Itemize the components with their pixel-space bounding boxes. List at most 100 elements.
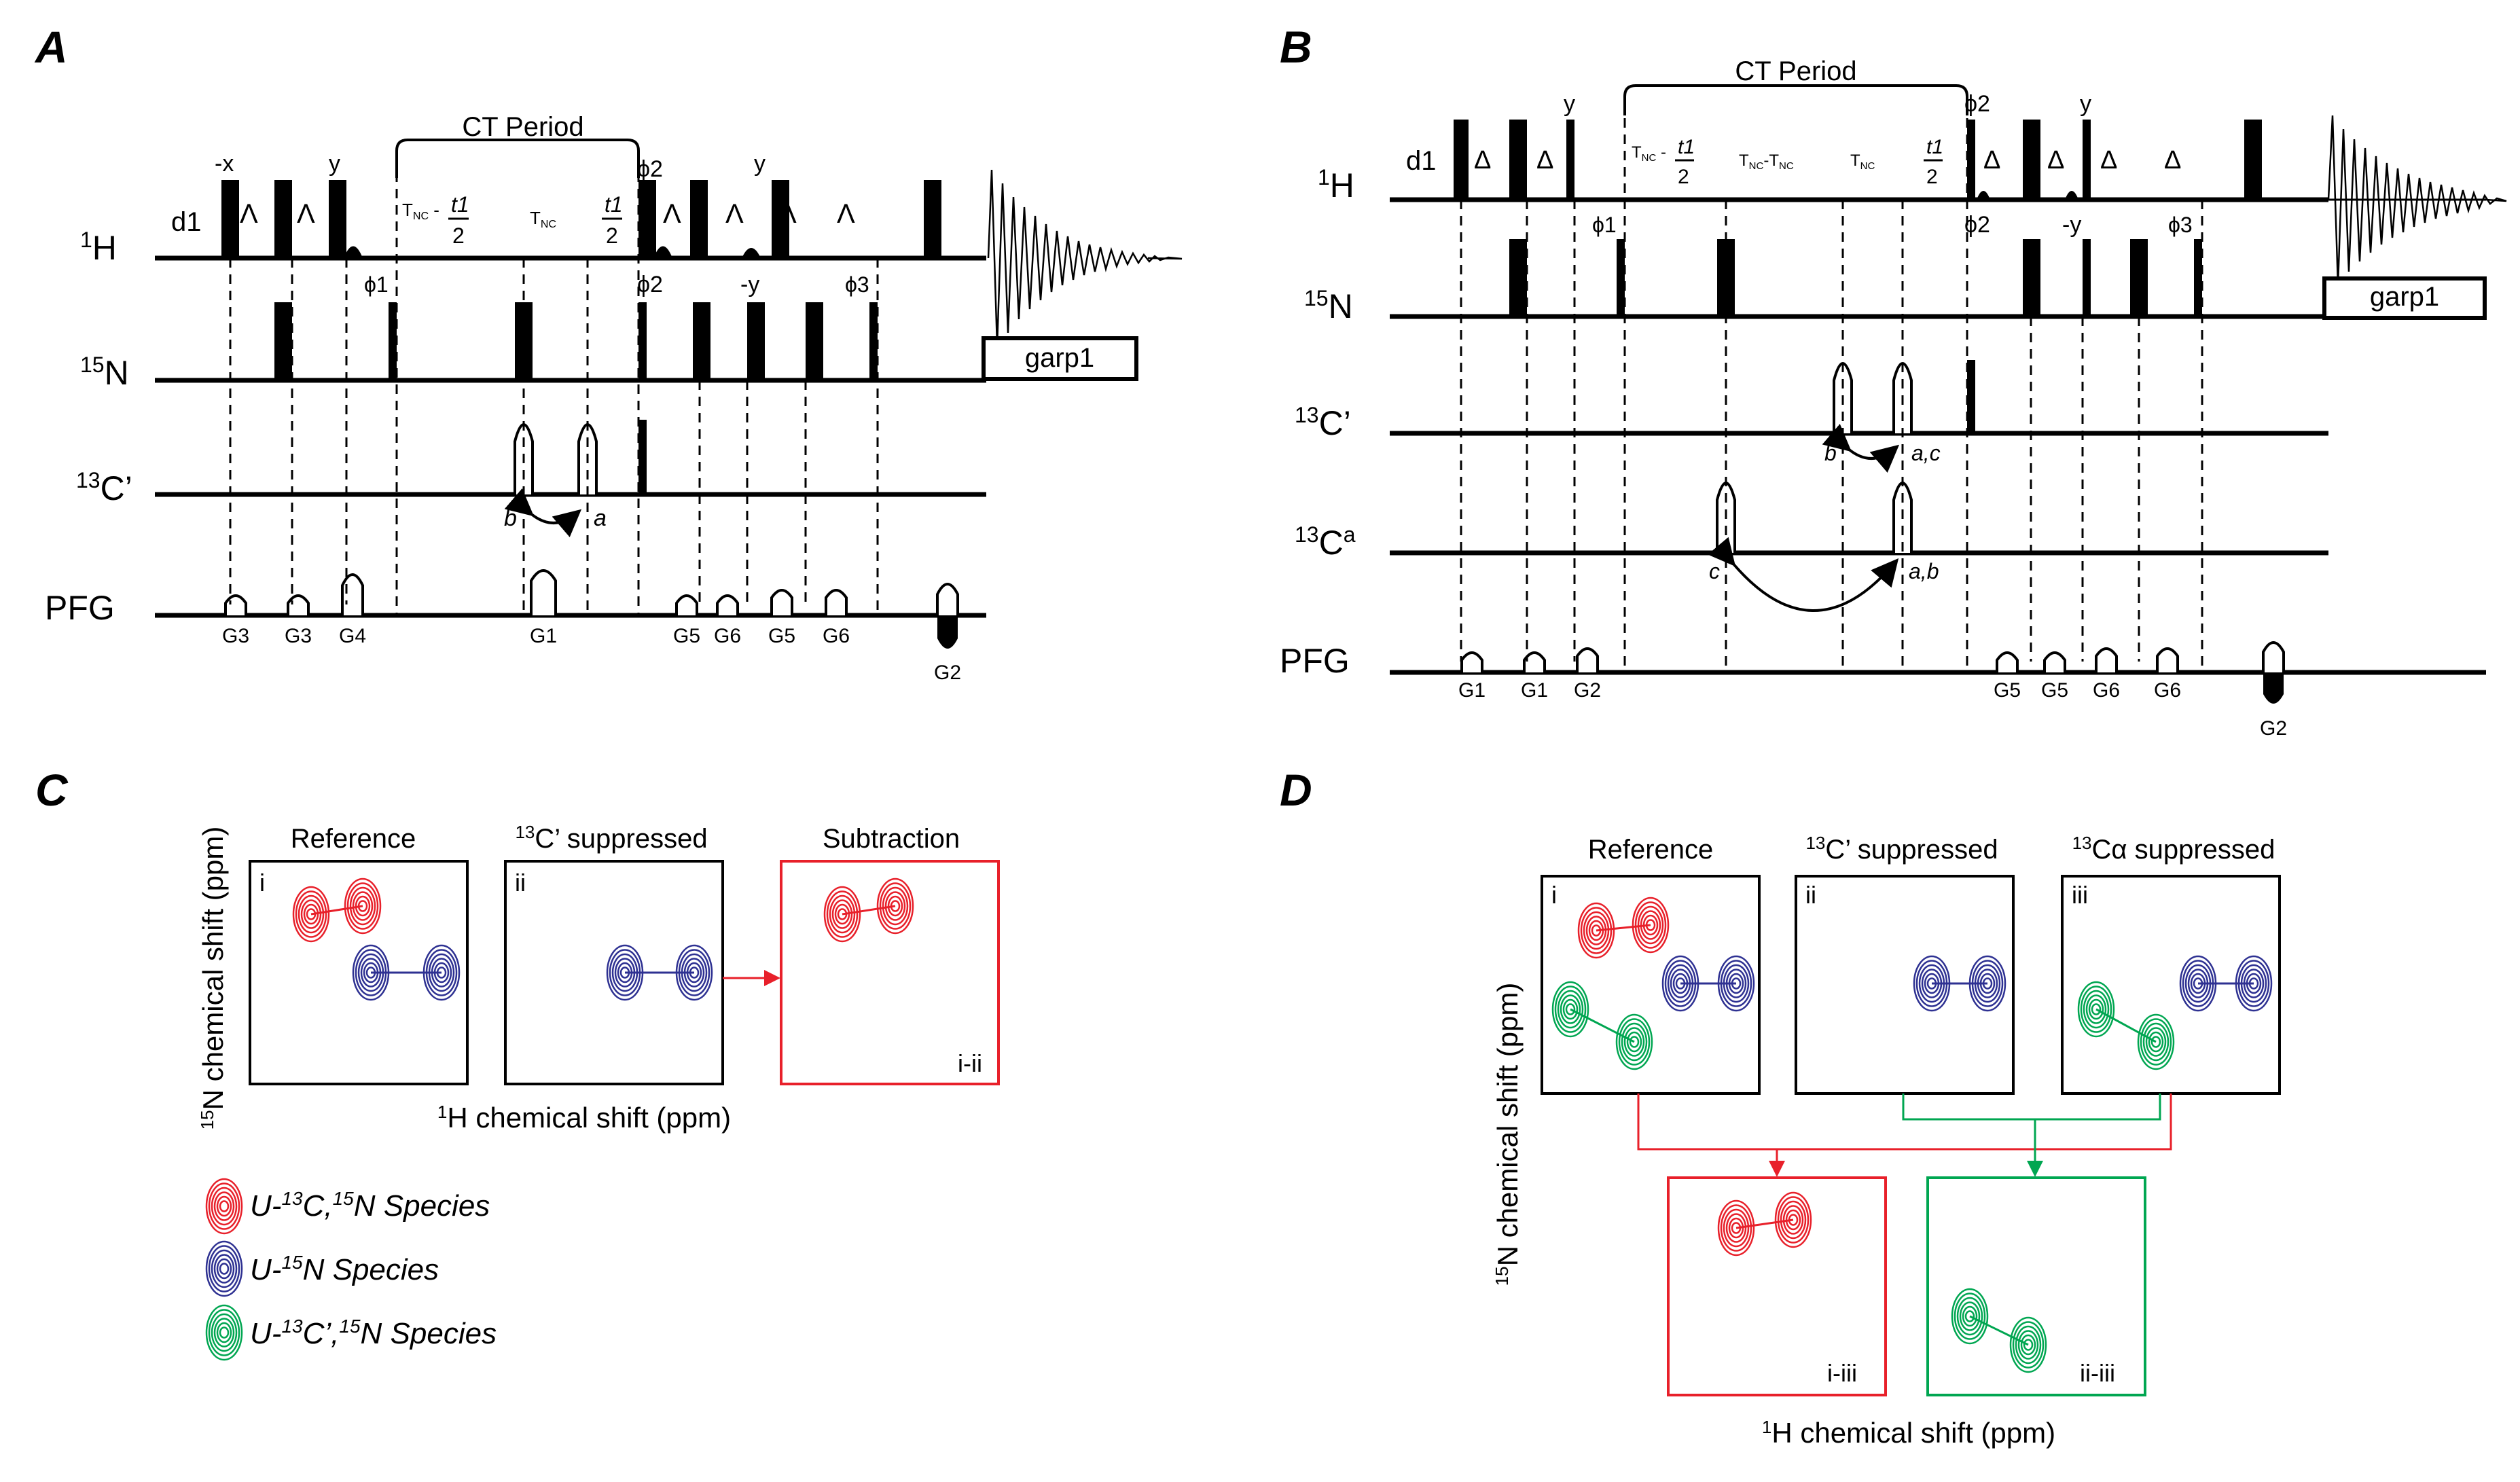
a-1h-pulse <box>924 180 941 258</box>
c-legend-icon-red <box>205 1178 243 1235</box>
c-roman-ii: ii <box>515 869 526 897</box>
a-delay-label: Λ <box>297 199 315 229</box>
a-gradient <box>224 594 247 615</box>
c-legend-icon-green <box>205 1304 243 1361</box>
b-gradient <box>2262 641 2285 672</box>
b-delay-label: Δ <box>1983 146 2000 175</box>
a-shift-label-a: a <box>594 505 607 531</box>
b-delay-label: Δ <box>2100 146 2117 175</box>
b-1h-pulse <box>1967 120 1975 200</box>
c-sub-red-peak <box>876 878 914 935</box>
b-1h-shaped-pulse <box>1977 191 1990 200</box>
a-1h-pulse <box>329 180 346 258</box>
d-ii-iii-green-peak <box>2009 1316 2047 1373</box>
a-shift-label-b: b <box>504 505 517 531</box>
b-1h-pulse <box>1454 120 1469 200</box>
d-roman-i: i <box>1551 881 1557 909</box>
b-t-nc-t-nc: TNC-TNC <box>1739 151 1794 172</box>
b-gradient <box>1996 651 2019 672</box>
c-legend-item-3: U-13C’,15N Species <box>250 1316 497 1350</box>
a-delay-label: Λ <box>837 199 855 229</box>
c-legend-icon-blue <box>205 1240 243 1297</box>
b-1h-pulse <box>2083 120 2091 200</box>
b-ct-bracket <box>1623 84 1968 115</box>
a-15n-pulse <box>638 302 647 380</box>
a-channel-15n: 15N <box>80 353 129 392</box>
b-gradient <box>2156 647 2179 672</box>
d-roman-iii: iii <box>2072 881 2088 909</box>
b-half-2: 2 <box>1926 166 1938 188</box>
b-phi3: ϕ3 <box>2168 213 2193 237</box>
a-15n-pulse <box>274 302 292 380</box>
a-grad-label: G4 <box>339 625 366 647</box>
panel-d-letter: D <box>1280 765 1312 815</box>
d-i-iii-red-peak <box>1717 1199 1755 1257</box>
panel-b: B 1H 15N 13C’ 13Ca PFG garp1 <box>1280 22 2507 740</box>
a-delay-label: Λ <box>663 199 681 229</box>
a-grad-label: G6 <box>714 625 741 647</box>
d-roman-ii-iii: ii-iii <box>2080 1359 2115 1387</box>
a-delay-label: Λ <box>240 199 258 229</box>
a-half: 2 <box>452 223 465 248</box>
a-13c-pulse <box>638 420 647 494</box>
a-gradient <box>770 589 793 615</box>
b-phase-y: y <box>1564 91 1575 117</box>
panel-a: A 1H 15N 13C’ PFG garp1 <box>34 22 1183 684</box>
b-grad-label: G6 <box>2154 679 2181 702</box>
b-gradient <box>1460 651 1483 672</box>
b-phi2-top: ϕ2 <box>1964 91 1990 117</box>
a-phi2-bottom: ϕ2 <box>637 272 663 297</box>
a-t1-num: t1 <box>451 192 469 217</box>
c-ref-blue-peak <box>422 944 461 1001</box>
b-15n-pulse <box>1509 239 1527 317</box>
b-phase-y: y <box>2080 91 2091 117</box>
b-phi2-bottom: ϕ2 <box>1964 212 1990 238</box>
d-roman-i-iii: i-iii <box>1827 1359 1857 1387</box>
b-grad-label: G5 <box>1994 679 2021 702</box>
b-half: 2 <box>1678 166 1689 188</box>
d-ii-iii-green-peak <box>1951 1288 1989 1345</box>
c-roman-i: i <box>259 869 265 897</box>
b-gradient <box>2095 647 2118 672</box>
a-1h-pulse <box>638 180 656 258</box>
a-1h-shaped-pulse <box>653 246 672 258</box>
d-ref-red-peak <box>1577 902 1615 959</box>
a-t-nc-minus: TNC - <box>402 200 439 222</box>
a-d1-label: d1 <box>171 207 202 237</box>
a-grad-label: G3 <box>222 625 249 647</box>
c-spectrum-suppressed <box>504 860 724 1085</box>
a-ct-label: CT Period <box>462 112 583 142</box>
b-t1-num: t1 <box>1678 136 1695 158</box>
b-delay-label: Δ <box>2047 146 2064 175</box>
d-peak-layer <box>1551 897 2273 1373</box>
b-co-label-ac: a,c <box>1911 441 1941 465</box>
a-15n-pulse <box>806 302 823 380</box>
a-grad-label: G5 <box>768 625 795 647</box>
b-1h-shaped-pulse <box>2065 191 2078 200</box>
c-legend-item-2: U-15N Species <box>250 1252 439 1286</box>
c-title-subtraction: Subtraction <box>823 824 960 854</box>
a-shift-arrow <box>504 488 582 538</box>
a-gradient <box>530 569 557 615</box>
d-connector-green <box>1902 1094 2161 1121</box>
c-peak-layer <box>292 878 914 1001</box>
d-co-blue-peak <box>1968 955 2006 1012</box>
c-spectrum-reference <box>249 860 469 1085</box>
a-phi3: ϕ3 <box>845 272 869 297</box>
b-garp1-box <box>2322 276 2487 320</box>
c-sup-blue-peak <box>606 944 644 1001</box>
c-roman-i-ii: i-ii <box>958 1049 982 1077</box>
b-1h-pulse <box>2244 120 2262 200</box>
a-1h-pulse <box>690 180 708 258</box>
a-grad-label: G2 <box>934 662 961 684</box>
d-ref-green-link <box>1570 1008 1635 1043</box>
b-channel-pfg: PFG <box>1280 642 1350 680</box>
a-t1-num-2: t1 <box>605 192 623 217</box>
b-15n-pulse <box>2083 239 2091 317</box>
b-delay-label: Δ <box>1474 146 1491 175</box>
b-phi1: ϕ1 <box>1592 213 1617 237</box>
b-channel-13ca: 13Ca <box>1295 522 1356 562</box>
a-1h-pulse <box>221 180 239 258</box>
c-ref-red-link <box>310 905 363 916</box>
